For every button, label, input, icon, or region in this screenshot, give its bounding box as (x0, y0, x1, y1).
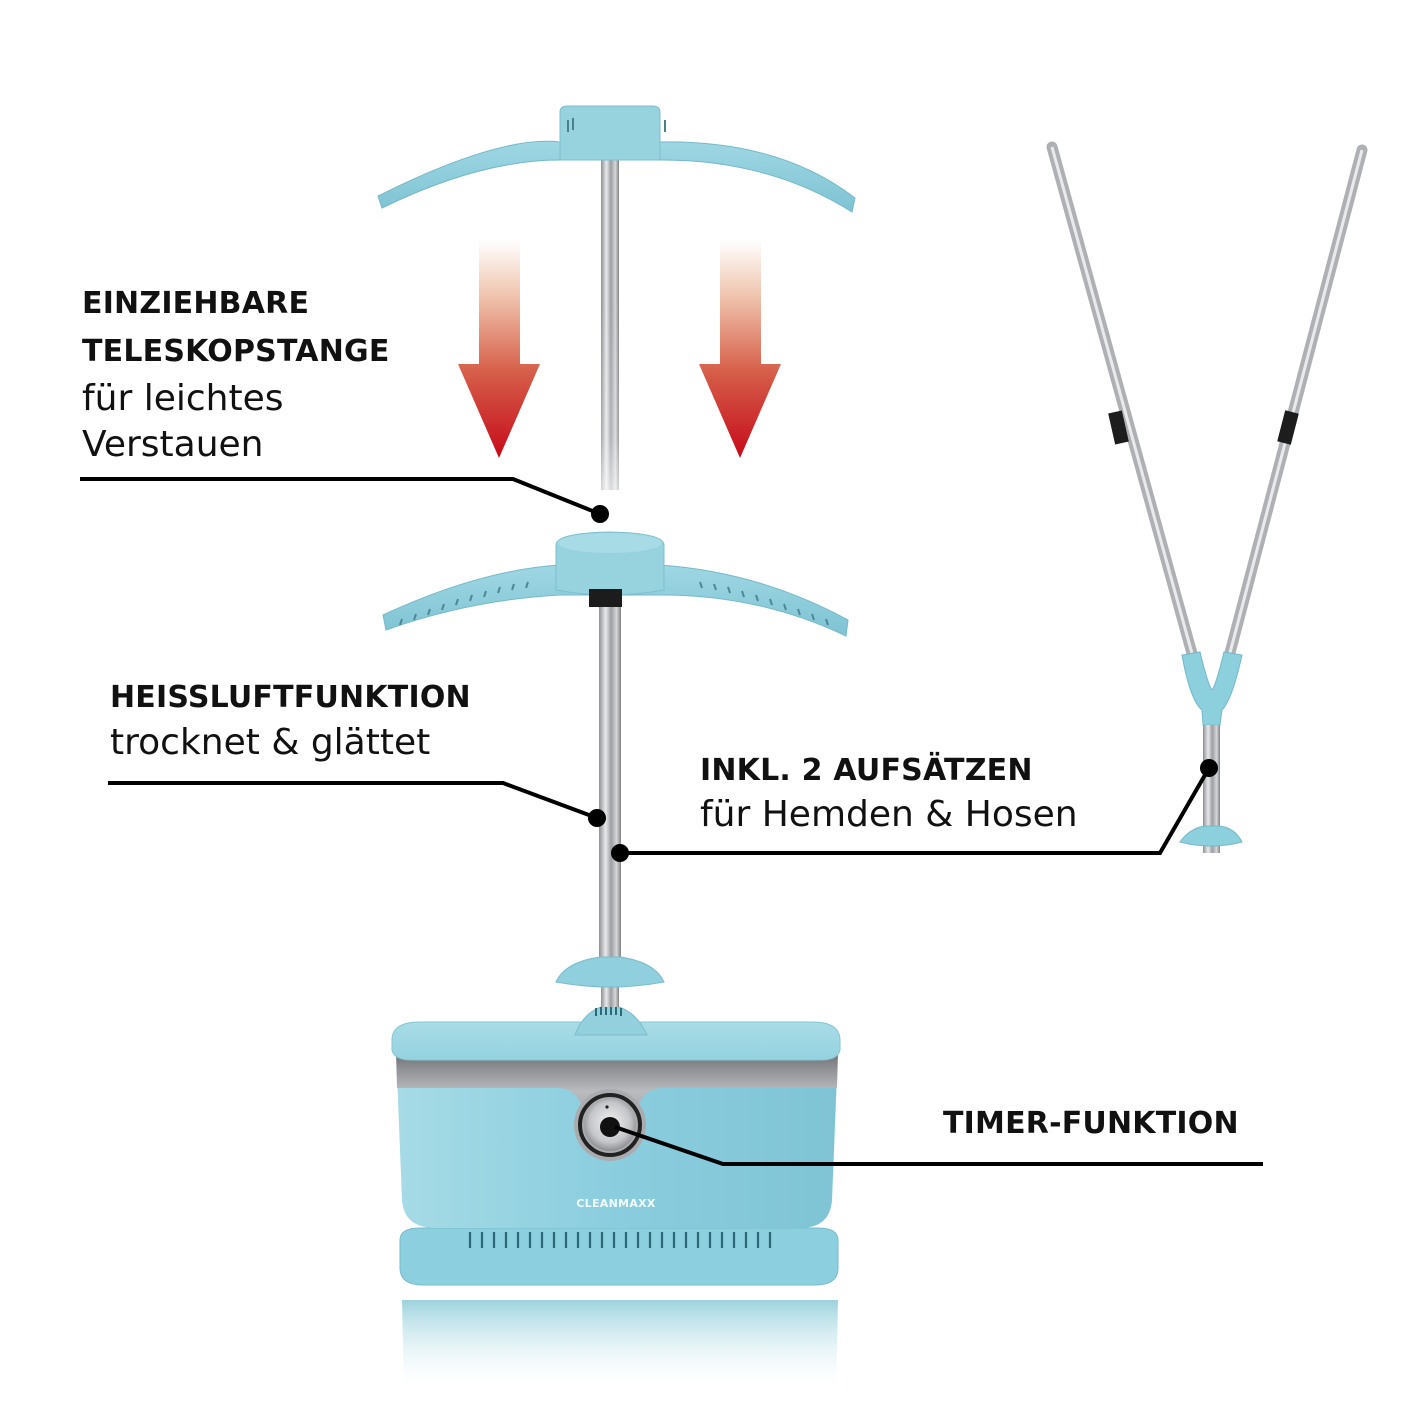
trouser-attachment (1046, 141, 1368, 853)
callout-telescopic-pole: EINZIEHBARE TELESKOPSTANGE für leichtes … (82, 280, 390, 468)
leader-line-attachments (611, 759, 1218, 862)
callout-heading: TIMER-FUNKTION (943, 1106, 1239, 1141)
dot-icon (588, 809, 606, 827)
callout-text: Verstauen (82, 424, 264, 465)
callout-heading: INKL. 2 AUFSÄTZEN (700, 753, 1033, 788)
leader-line-timer (614, 1125, 1263, 1166)
leader-line-hotair (108, 781, 606, 827)
callout-attachments: INKL. 2 AUFSÄTZEN für Hemden & Hosen (700, 750, 1078, 838)
leader-line-telescope (80, 477, 609, 523)
steamer-base: CLEANMAXX (391, 956, 841, 1395)
arrow-down-icon (458, 240, 540, 458)
arrow-down-icon (699, 240, 781, 458)
callout-hot-air: HEISSLUFTFUNKTION trocknet & glättet (110, 675, 471, 765)
brand-logo: CLEANMAXX (576, 1197, 656, 1210)
callout-heading: EINZIEHBARE (82, 286, 310, 321)
callout-text: für leichtes (82, 378, 284, 419)
lower-shirt-hanger (382, 531, 849, 970)
callout-timer: TIMER-FUNKTION (943, 1102, 1239, 1146)
callout-heading: HEISSLUFTFUNKTION (110, 680, 471, 715)
telescopic-pole (599, 600, 621, 970)
dot-icon (591, 505, 609, 523)
callout-heading: TELESKOPSTANGE (82, 334, 390, 369)
callout-text: trocknet & glättet (110, 722, 431, 763)
upper-shirt-hanger (377, 105, 856, 530)
callout-text: für Hemden & Hosen (700, 794, 1078, 835)
dot-icon (611, 844, 629, 862)
dial-icon (574, 1089, 646, 1161)
dot-icon (1200, 759, 1218, 777)
